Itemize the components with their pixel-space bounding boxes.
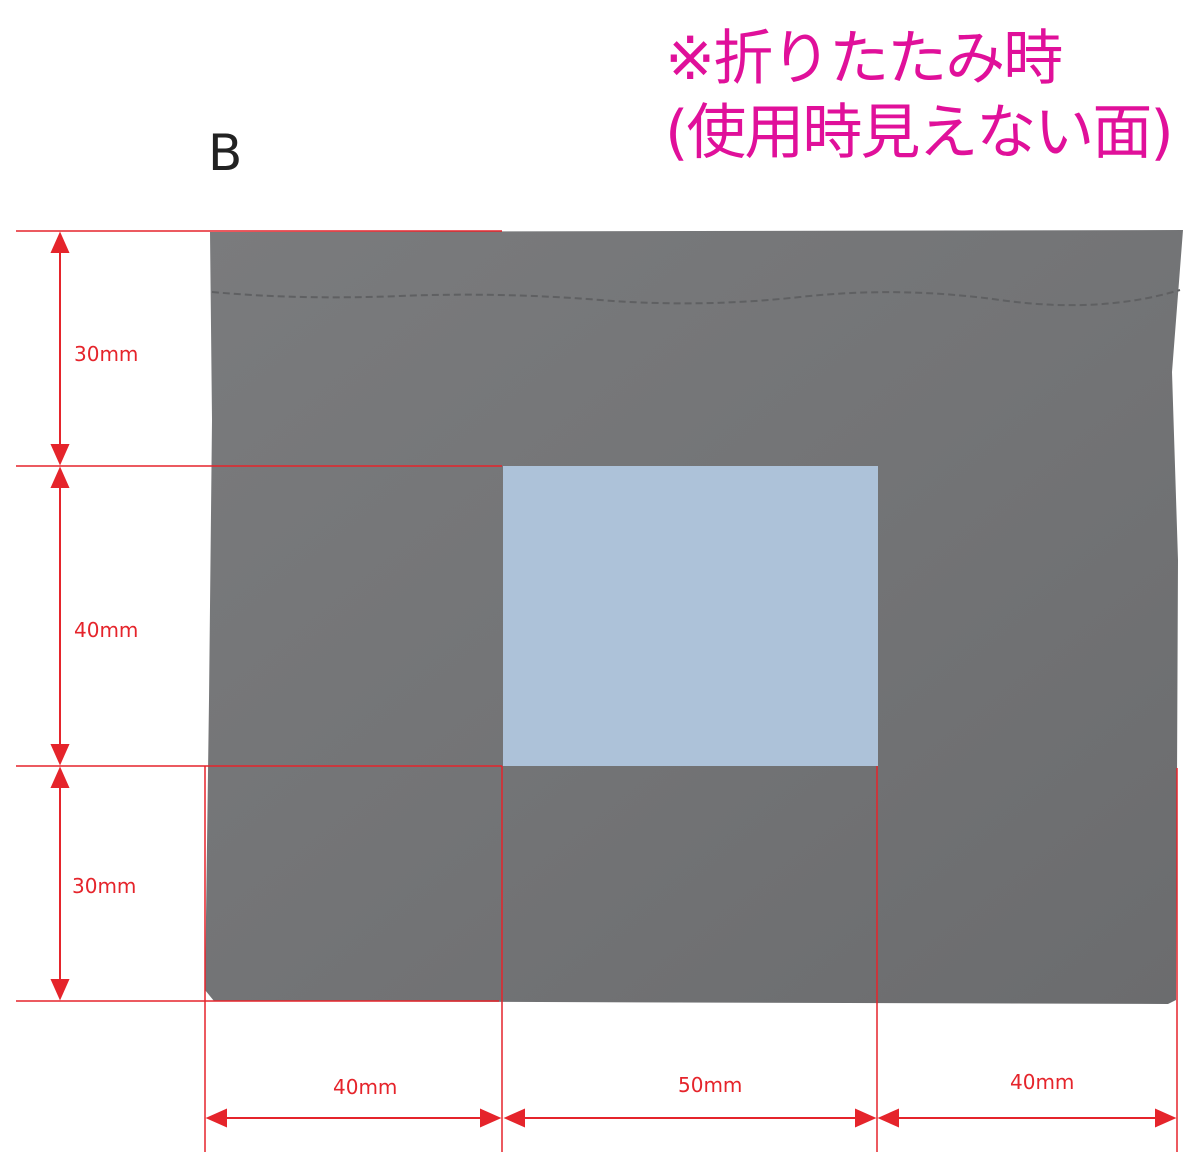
print-area: [503, 466, 878, 766]
folded-note-line1: ※折りたたみ時: [665, 24, 1063, 94]
dim-label-left: 40mm: [333, 1075, 397, 1099]
folded-note-line2: (使用時見えない面): [665, 98, 1174, 168]
vertical-dimensions: [50, 231, 70, 1001]
dim-label-bottom: 30mm: [72, 874, 136, 898]
horizontal-guides: [16, 230, 502, 1002]
horizontal-dimensions: [205, 1108, 1177, 1128]
dim-label-center: 50mm: [678, 1073, 742, 1097]
panel-label: B: [208, 124, 243, 182]
bag-seam: [211, 289, 1181, 307]
folded-note: ※折りたたみ時 (使用時見えない面): [665, 22, 1174, 170]
vertical-guides: [204, 766, 1178, 1152]
dim-label-middle: 40mm: [74, 618, 138, 642]
dim-label-top: 30mm: [74, 342, 138, 366]
dim-label-right: 40mm: [1010, 1070, 1074, 1094]
